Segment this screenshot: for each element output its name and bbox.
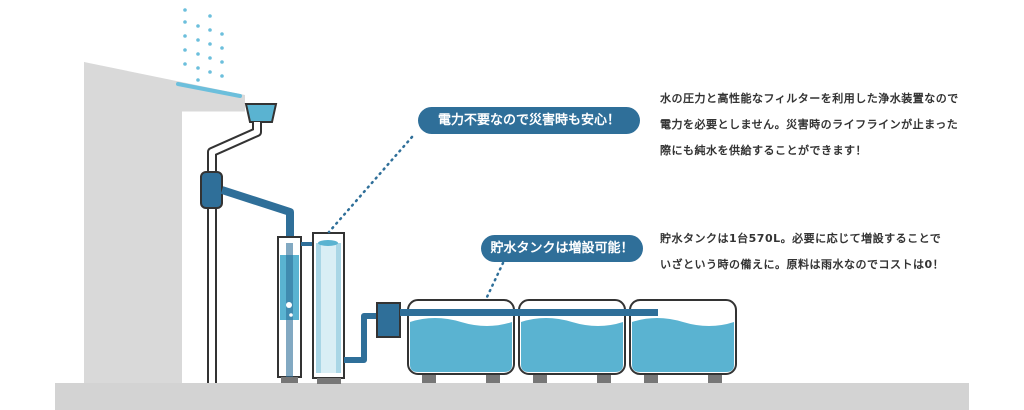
feed-pipe: [220, 186, 294, 240]
callout-tank-line: いざという時の備えに。原料は雨水なのでコストは0！: [660, 258, 945, 271]
storage-tank: [629, 299, 737, 383]
callout-tank-line: 貯水タンクは1台570L。必要に応じて増設することで: [660, 232, 942, 245]
storage-tanks: [407, 299, 737, 383]
callout-tank-text: 貯水タンクは1台570L。必要に応じて増設することで いざという時の備えに。原料…: [660, 226, 944, 278]
sediment-column: [277, 236, 302, 383]
overflow-pipe: [400, 309, 658, 316]
rain-drops-icon: [183, 8, 224, 82]
storage-tank: [518, 299, 626, 383]
callout-power-line: 際にも純水を供給することができます！: [660, 144, 867, 157]
inlet-box: [376, 302, 401, 338]
leader-line-tank: [485, 261, 505, 299]
callout-power-line: 水の圧力と高性能なフィルターを利用した浄水装置なので: [660, 92, 959, 105]
callout-tank-label: 貯水タンクは増設可能！: [481, 235, 643, 262]
gutter-downspout: [207, 103, 278, 383]
building: [84, 62, 245, 383]
filter-column: [312, 232, 345, 384]
outlet-pipe: [344, 313, 378, 363]
storage-tank: [407, 299, 515, 383]
callout-power-line: 電力を必要としません。災害時のライフラインが止まった: [660, 118, 959, 131]
callout-power-label: 電力不要なので災害時も安心！: [418, 107, 640, 134]
ground: [55, 383, 969, 410]
leader-line-power: [327, 135, 414, 234]
callout-power-text: 水の圧力と高性能なフィルターを利用した浄水装置なので 電力を必要としません。災害…: [660, 86, 959, 164]
diverter-box: [200, 171, 223, 209]
